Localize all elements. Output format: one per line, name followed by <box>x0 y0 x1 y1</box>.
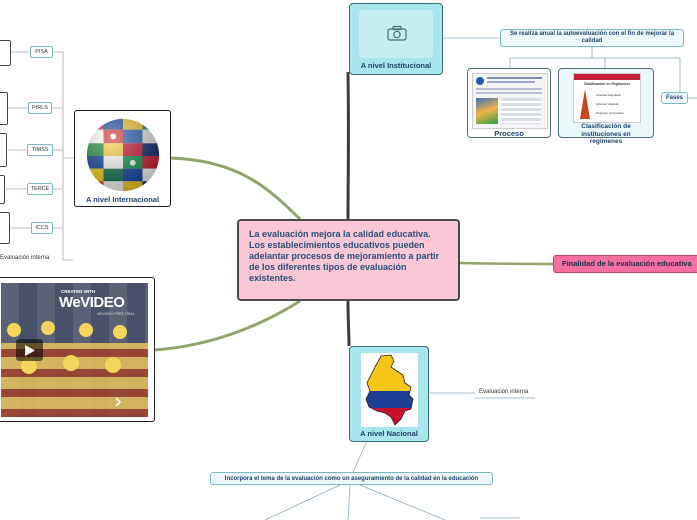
institucional-node[interactable]: A nivel Institucional <box>349 3 443 75</box>
terce-thumbnail[interactable] <box>0 175 5 204</box>
clasificacion-doc-title: Clasificación en Regímenes <box>574 82 640 86</box>
test-iccs[interactable]: ICCS <box>31 222 53 234</box>
proceso-node[interactable]: Proceso <box>467 68 551 138</box>
colombia-map-icon <box>361 353 418 427</box>
pirls-thumbnail[interactable] <box>0 92 8 125</box>
test-timss[interactable]: TIMSS <box>27 144 53 156</box>
iccs-thumbnail[interactable] <box>0 212 10 244</box>
nacional-image <box>361 353 418 427</box>
pisa-thumbnail[interactable] <box>0 40 11 66</box>
camera-icon <box>387 25 407 41</box>
incorpora-box[interactable]: Incorpora el tema de la evaluación como … <box>210 472 493 485</box>
proceso-label: Proceso <box>468 129 550 138</box>
central-topic[interactable]: La evaluación mejora la calidad educativ… <box>237 219 460 301</box>
play-icon <box>24 345 35 356</box>
clasificacion-label: Clasificación de instituciones en regíme… <box>559 123 653 146</box>
autoevaluacion-note[interactable]: Se realiza anual la autoevaluación con e… <box>500 29 684 47</box>
central-topic-text: La evaluación mejora la calidad educativ… <box>249 229 448 284</box>
institucional-label: A nivel Institucional <box>350 61 442 70</box>
test-pisa[interactable]: PISA <box>30 46 53 58</box>
video-brand: WeVIDEO <box>59 294 124 311</box>
pyramid-icon <box>580 89 590 119</box>
clasificacion-item: Libertad Vigilada <box>596 102 618 106</box>
clasificacion-node[interactable]: Clasificación en Regímenes Libertad Regu… <box>558 68 654 138</box>
proceso-doc-image <box>472 73 548 129</box>
chevron-right-icon <box>113 397 123 407</box>
clasificacion-doc-image: Clasificación en Regímenes Libertad Regu… <box>573 73 641 123</box>
internacional-footer: Evaluación interna <box>0 255 49 261</box>
finalidad-box[interactable]: Finalidad de la evaluación educativa <box>553 255 697 273</box>
nacional-side-label[interactable]: Evaluación interna <box>479 389 528 395</box>
flags-globe-icon <box>84 116 162 194</box>
internacional-node[interactable]: A nivel Internacional <box>74 110 171 207</box>
video-brand-sub: WEVIDEO FREE TRIAL <box>97 312 135 316</box>
institucional-image <box>359 10 433 58</box>
play-button[interactable] <box>16 339 43 361</box>
nacional-node[interactable]: A nivel Nacional <box>349 346 429 442</box>
test-terce[interactable]: TERCE <box>27 183 53 195</box>
clasificacion-item: Libertad Regulada <box>596 93 621 97</box>
nacional-label: A nivel Nacional <box>350 429 428 438</box>
timss-thumbnail[interactable] <box>0 133 7 167</box>
internacional-label: A nivel Internacional <box>75 195 170 204</box>
video-thumbnail[interactable]: CREATED WITH WeVIDEO WEVIDEO FREE TRIAL <box>1 283 148 417</box>
test-pirls[interactable]: PIRLS <box>28 102 52 114</box>
clasificacion-item: Régimen Controlado <box>596 111 624 115</box>
video-node[interactable]: CREATED WITH WeVIDEO WEVIDEO FREE TRIAL <box>0 277 155 422</box>
fases-box[interactable]: Fases <box>661 92 688 104</box>
